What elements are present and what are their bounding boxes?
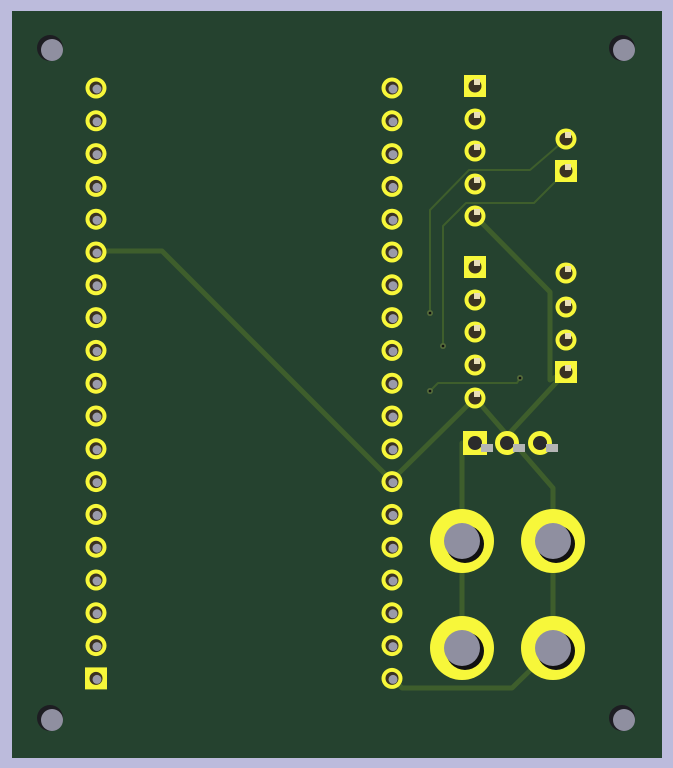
left-header-pin (85, 143, 107, 165)
left-header-pin (85, 274, 107, 296)
left-header-pin (85, 667, 107, 690)
middle-header-pin (381, 339, 403, 361)
right-header-a-pin (464, 173, 486, 195)
left-header-pin (85, 339, 107, 361)
trace (472, 395, 556, 651)
left-header-pin (85, 307, 107, 329)
terminal-pad (521, 616, 585, 680)
middle-header-pin (381, 569, 403, 591)
middle-header-pin (381, 602, 403, 624)
middle-header-pin (381, 241, 403, 263)
connector-d-pin (555, 296, 577, 318)
middle-header-pin (381, 307, 403, 329)
left-header-pin (85, 635, 107, 657)
terminal-pad (430, 616, 494, 680)
left-header-pin (85, 405, 107, 427)
connector-d-pin (555, 262, 577, 284)
middle-header-pin (381, 143, 403, 165)
transistor-pin (463, 431, 493, 455)
via (427, 310, 433, 316)
right-header-b-pin (464, 354, 486, 376)
right-header-a-pin (464, 75, 486, 97)
left-header-pin (85, 569, 107, 591)
connector-d-pin (555, 329, 577, 351)
via (440, 343, 446, 349)
connector-c-pin (555, 160, 577, 182)
terminal-pad (430, 509, 494, 573)
mounting-hole (37, 705, 63, 731)
middle-header-pin (381, 405, 403, 427)
right-header-b-pin (464, 256, 486, 278)
mounting-hole (609, 35, 635, 61)
right-header-a-pin (464, 140, 486, 162)
mounting-hole (609, 705, 635, 731)
trace (442, 170, 567, 347)
left-header-pin (85, 503, 107, 525)
middle-header-pin (381, 274, 403, 296)
pads (37, 35, 635, 731)
terminal-pad (521, 509, 585, 573)
middle-header-pin (381, 536, 403, 558)
connector-c-pin (555, 128, 577, 150)
left-header-pin (85, 438, 107, 460)
mounting-hole (37, 35, 63, 61)
transistor-pin (495, 431, 525, 455)
trace (429, 138, 567, 314)
left-header-pin (85, 471, 107, 493)
left-header-pin (85, 602, 107, 624)
left-header-pin (85, 77, 107, 99)
right-header-a-pin (464, 108, 486, 130)
left-header-pin (85, 536, 107, 558)
trace (395, 395, 478, 477)
right-header-b-pin (464, 321, 486, 343)
right-header-a-pin (464, 205, 486, 227)
middle-header-pin (381, 110, 403, 132)
middle-header-pin (381, 77, 403, 99)
left-header-pin (85, 175, 107, 197)
left-header-pin (85, 372, 107, 394)
middle-header-pin (381, 175, 403, 197)
via (427, 388, 433, 394)
middle-header-pin (381, 471, 403, 493)
right-header-b-pin (464, 289, 486, 311)
middle-header-pin (381, 503, 403, 525)
middle-header-pin (381, 635, 403, 657)
transistor-pin (528, 431, 558, 455)
left-header-pin (85, 208, 107, 230)
middle-header-pin (381, 667, 403, 689)
connector-d-pin (555, 361, 577, 383)
middle-header-pin (381, 372, 403, 394)
left-header-pin (85, 241, 107, 263)
trace (93, 248, 388, 477)
via (517, 375, 523, 381)
middle-header-pin (381, 208, 403, 230)
middle-header-pin (381, 438, 403, 460)
right-header-b-pin (464, 387, 486, 409)
left-header-pin (85, 110, 107, 132)
